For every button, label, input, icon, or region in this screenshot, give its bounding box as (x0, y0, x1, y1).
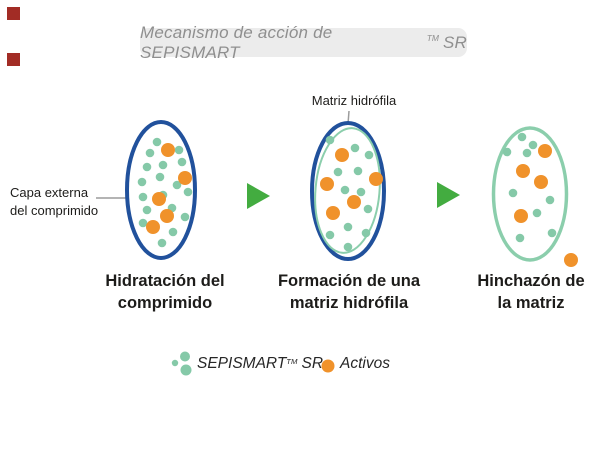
sepismart-particle-dot (502, 147, 512, 157)
active-particle-dot (369, 172, 383, 186)
sepismart-particle-dot (356, 187, 366, 197)
stage3-caption: Hinchazón de la matriz (441, 270, 600, 314)
active-particle-dot (178, 171, 192, 185)
sepismart-particle-dot (350, 143, 360, 153)
sepismart-particle-dot (522, 148, 532, 158)
arrow-right-icon-2 (437, 182, 460, 208)
sepismart-particle-dot (172, 180, 182, 190)
sepismart-particle-dot (138, 192, 148, 202)
sepismart-particle-dot (137, 177, 147, 187)
legend-trademark-superscript: TM (286, 356, 298, 366)
sepismart-particle-dot (547, 228, 557, 238)
sepismart-particle-dot (180, 212, 190, 222)
sepismart-particle-dot (174, 145, 184, 155)
active-particle-dot (347, 195, 361, 209)
sepismart-particle-dot (515, 233, 525, 243)
sepismart-particle-dot (364, 150, 374, 160)
stage2-caption: Formación de una matriz hidrófila (259, 270, 439, 314)
sepismart-particle-dot (168, 227, 178, 237)
arrow-right-icon-1 (247, 183, 270, 209)
matrix-callout: Matriz hidrófila (311, 93, 397, 108)
active-particle-dot (152, 192, 166, 206)
legend-sepismart-dot (180, 364, 192, 376)
stage3-caption-line1: Hinchazón de (477, 272, 585, 290)
sepismart-particle-dot (183, 187, 193, 197)
stage2-caption-line2: matriz hidrófila (289, 294, 409, 312)
sepismart-particle-dot (145, 148, 155, 158)
sepismart-particle-dot (177, 157, 187, 167)
active-particle-dot (564, 253, 578, 267)
active-particle-dot (514, 209, 528, 223)
hydrophilic-matrix-inner-ellipse (314, 127, 381, 254)
legend-activos-label: Activos (340, 355, 390, 372)
sepismart-particle-dot (528, 140, 538, 150)
stage3-caption-line2: la matriz (497, 294, 565, 312)
stage1-caption: Hidratación del comprimido (75, 270, 255, 314)
sepismart-particle-dot (517, 132, 527, 142)
active-particle-dot (516, 164, 530, 178)
sepismart-particle-dot (340, 185, 350, 195)
sepismart-particle-dot (545, 195, 555, 205)
sepismart-particle-dot (343, 222, 353, 232)
sepismart-particle-dot (353, 166, 363, 176)
legend-brand-text: SEPISMART (197, 355, 287, 372)
sepismart-particle-dot (361, 228, 371, 238)
active-particle-dot (538, 144, 552, 158)
sepismart-particle-dot (343, 242, 353, 252)
sepismart-particle-dot (152, 137, 162, 147)
active-particle-dot (146, 220, 160, 234)
active-particle-dot (160, 209, 174, 223)
sepismart-particle-dot (157, 238, 167, 248)
active-particle-dot (534, 175, 548, 189)
sepismart-particle-dot (333, 167, 343, 177)
outer-layer-callout-line1: Capa externa (10, 185, 89, 200)
sepismart-particle-dot (158, 160, 168, 170)
sepismart-particle-dot (325, 230, 335, 240)
particle-dots-layer (137, 132, 578, 376)
stage2-caption-line1: Formación de una (277, 272, 421, 290)
stage1-caption-line1: Hidratación del (105, 272, 225, 290)
legend-sepismart-dot (180, 351, 190, 362)
outer-layer-callout-line2: del comprimido (10, 202, 99, 218)
legend-sepismart-dot (171, 359, 179, 367)
sepismart-particle-dot (142, 162, 152, 172)
red-marker-top (7, 7, 20, 20)
sepismart-particle-dot (363, 204, 373, 214)
legend-sr-text: SR (301, 355, 324, 372)
title-text: Mecanismo de acción de SEPISMART (140, 22, 333, 62)
legend-activos-dot (321, 359, 335, 373)
stage1-caption-line2: comprimido (117, 294, 213, 312)
outer-layer-callout: Capa externa del comprimido (10, 184, 98, 219)
sepismart-particle-dot (138, 218, 148, 228)
red-marker-bottom (7, 53, 20, 66)
sepismart-particle-dot (155, 172, 165, 182)
swollen-matrix-ellipse-stage3 (491, 126, 569, 262)
sepismart-particle-dot (325, 135, 335, 145)
title-suffix: SR (442, 32, 467, 52)
active-particle-dot (326, 206, 340, 220)
active-particle-dot (335, 148, 349, 162)
sepismart-particle-dot (532, 208, 542, 218)
active-particle-dot (320, 177, 334, 191)
sepismart-particle-dot (142, 205, 152, 215)
active-particle-dot (161, 143, 175, 157)
sepismart-particle-dot (508, 188, 518, 198)
trademark-superscript: TM (426, 32, 439, 43)
